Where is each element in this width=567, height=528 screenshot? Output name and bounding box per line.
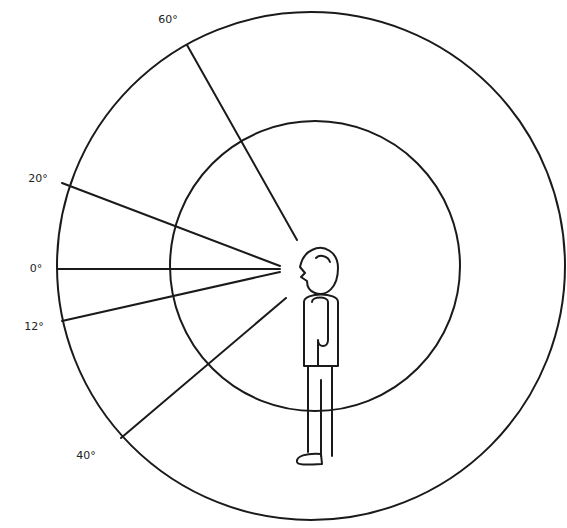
outer-circle xyxy=(57,12,565,520)
angle-line xyxy=(62,183,280,266)
angle-label: 0° xyxy=(30,263,43,274)
person-legs xyxy=(308,366,332,456)
angle-line xyxy=(121,298,286,438)
person-head xyxy=(300,248,338,294)
angle-label: 60° xyxy=(158,14,178,25)
angle-line xyxy=(57,268,280,270)
angle-line xyxy=(62,272,280,321)
person-foot xyxy=(297,454,322,465)
person-hair xyxy=(316,256,330,262)
person-strap xyxy=(312,298,328,367)
person-torso xyxy=(304,295,338,367)
angle-line xyxy=(187,45,297,240)
angle-label: 40° xyxy=(76,450,96,461)
angle-label: 12° xyxy=(24,321,44,332)
inner-circle xyxy=(170,121,460,411)
angle-label: 20° xyxy=(28,173,48,184)
